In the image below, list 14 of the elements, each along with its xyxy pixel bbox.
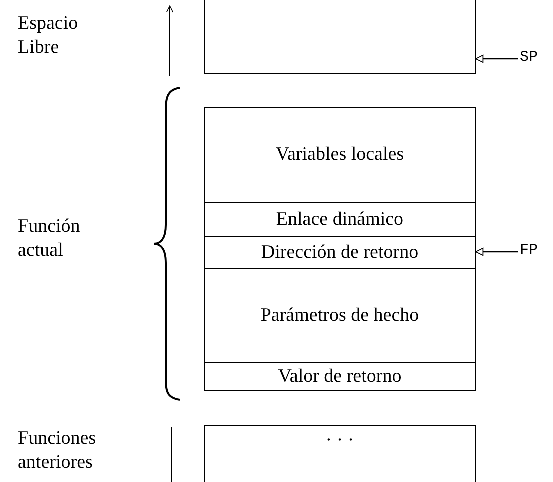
pointer-arrow (476, 248, 518, 256)
stack-cell: · · · (204, 425, 476, 482)
region-label: Espacio Libre (18, 12, 80, 60)
stack-cell: Valor de retorno (204, 362, 476, 391)
stack-cell: Dirección de retorno (204, 236, 476, 269)
region-label: Función actual (18, 215, 82, 263)
pointer-label: SP (520, 49, 542, 69)
stack-cell: Parámetros de hecho (204, 268, 476, 363)
pointer-arrow (476, 54, 518, 64)
pointer-label: FP (520, 242, 542, 262)
stack-cell (204, 0, 476, 74)
stack-cell: Variables locales (204, 107, 476, 203)
stack-cell: Enlace dinámico (204, 202, 476, 237)
region-label: Funciones anteriores (18, 427, 98, 475)
